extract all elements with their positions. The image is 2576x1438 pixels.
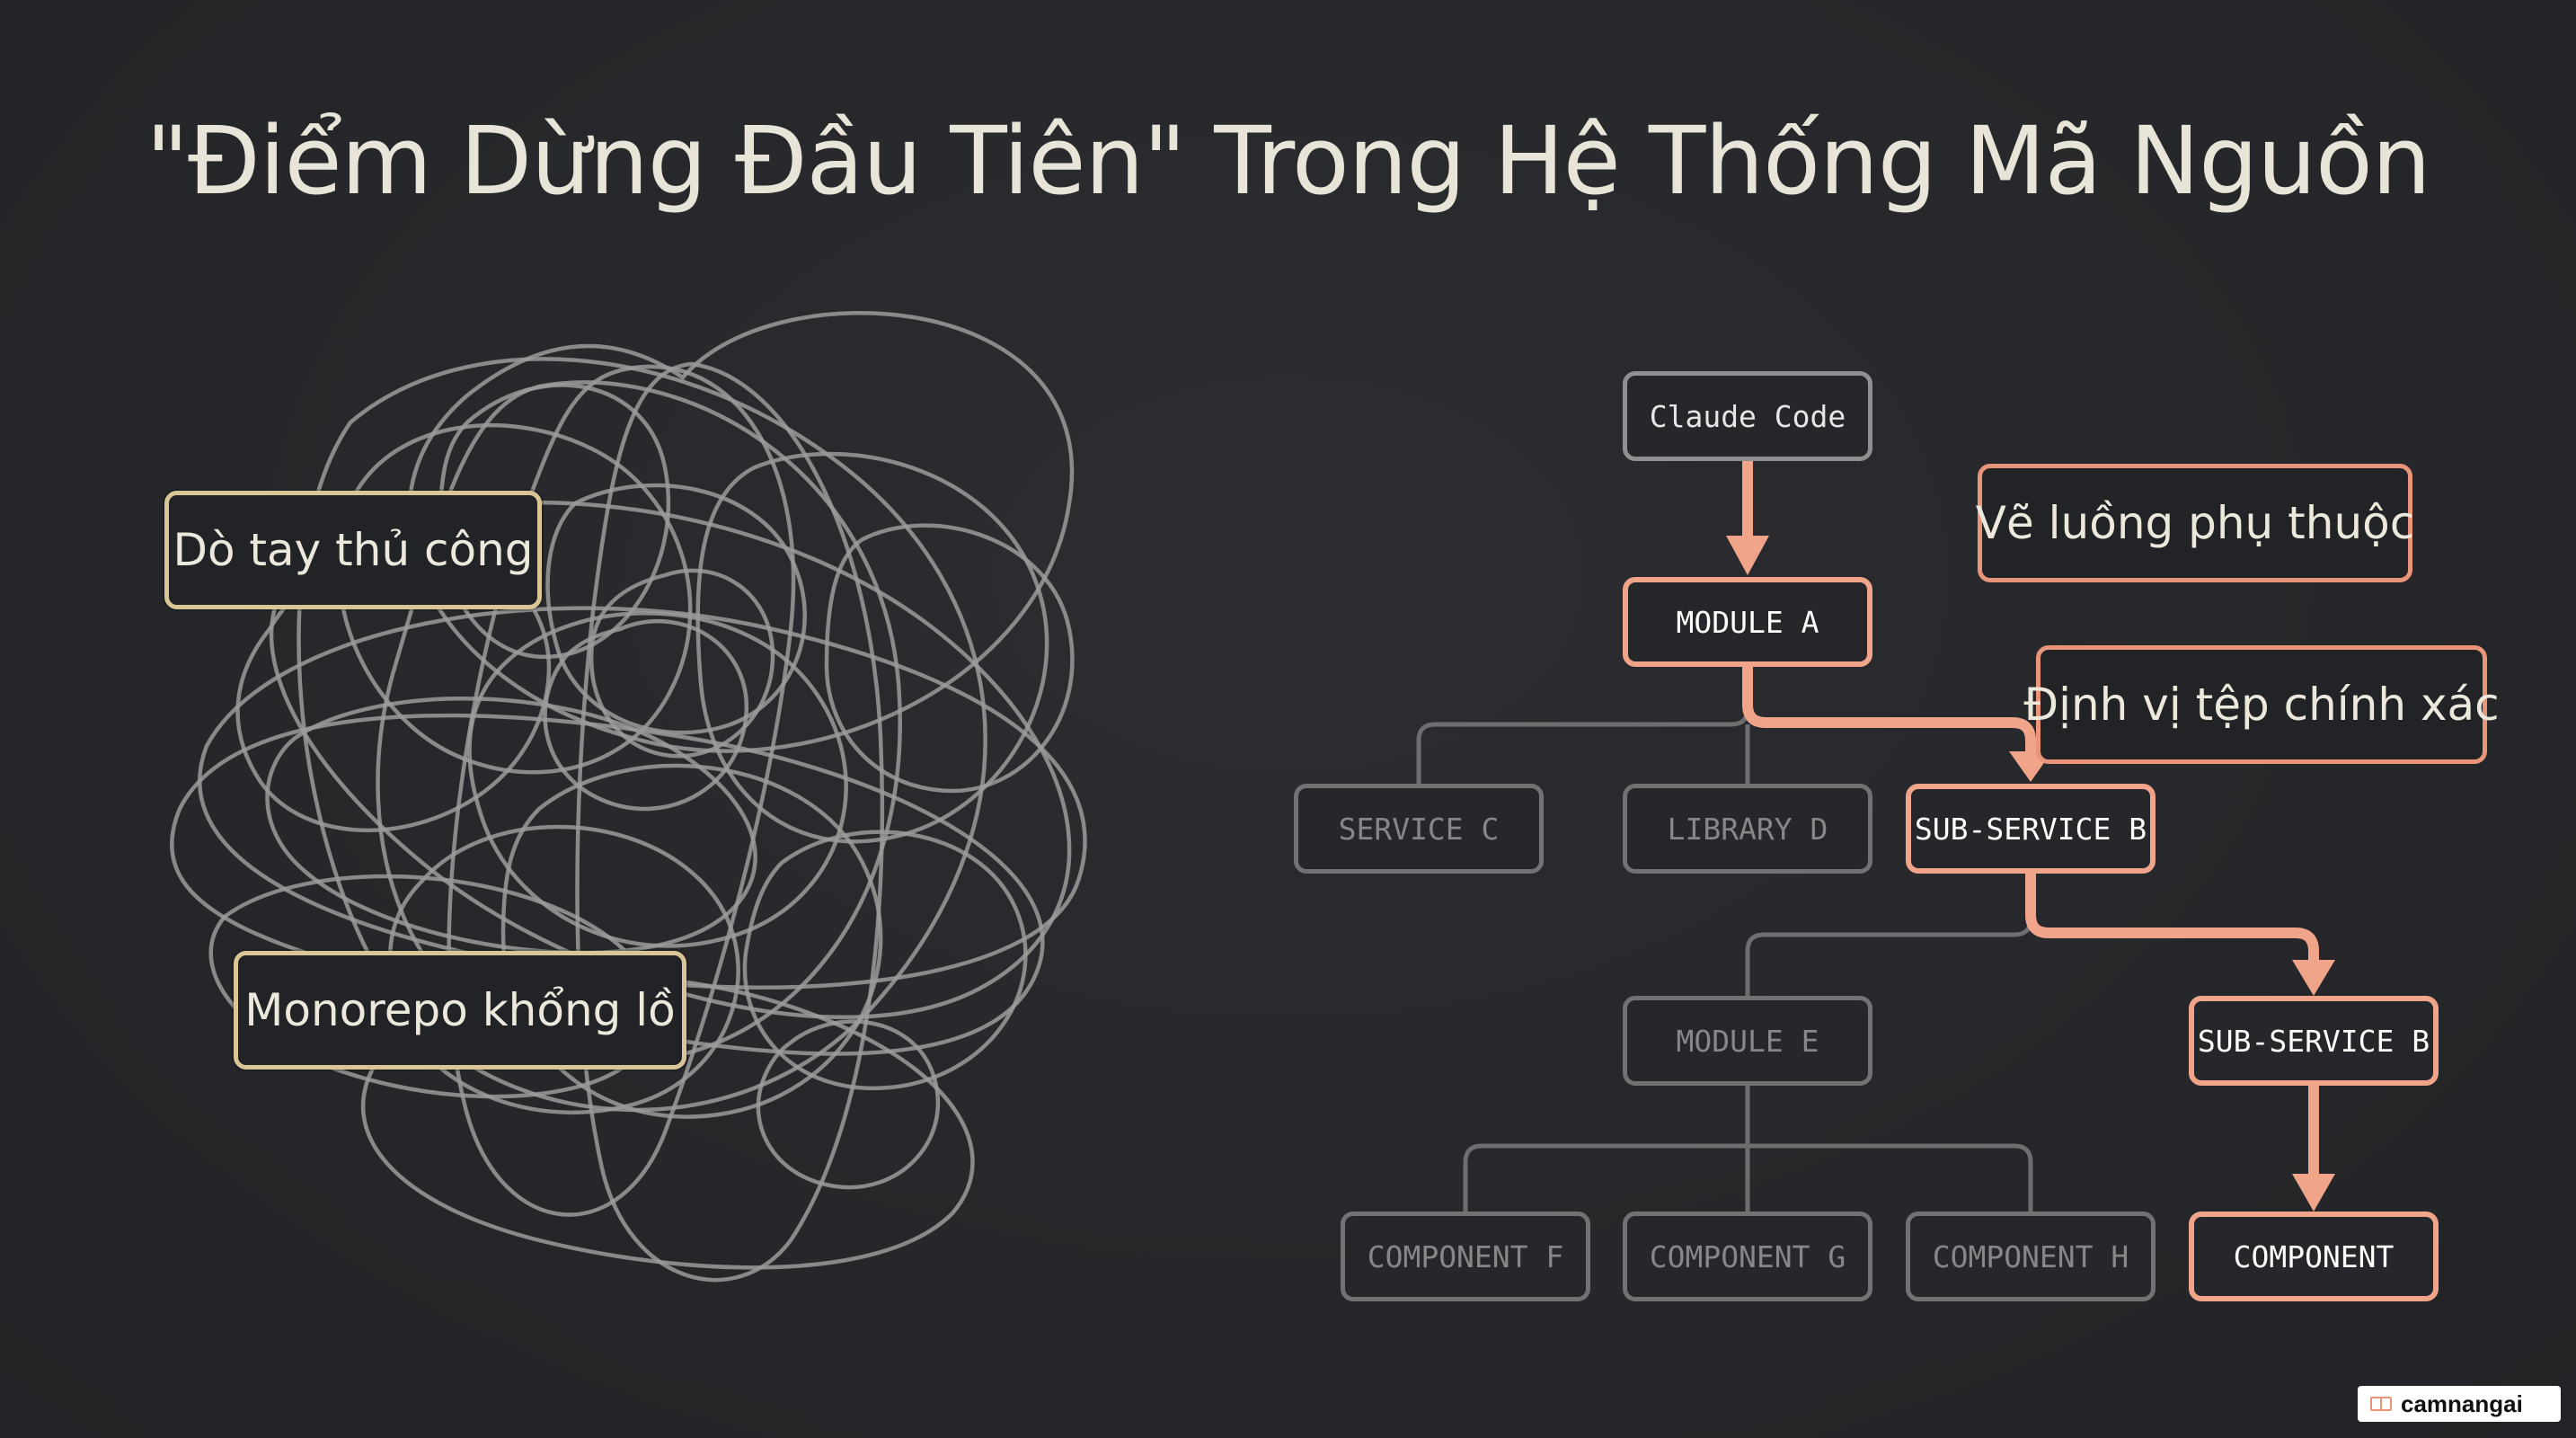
node-library-d-label: LIBRARY D xyxy=(1667,811,1828,847)
node-component-g-label: COMPONENT G xyxy=(1649,1238,1846,1274)
node-sub-service-b-1-label: SUB-SERVICE B xyxy=(1914,811,2147,847)
node-component-f-label: COMPONENT F xyxy=(1367,1238,1564,1274)
node-component-g[interactable]: COMPONENT G xyxy=(1623,1212,1872,1301)
node-sub-service-b-1[interactable]: SUB-SERVICE B xyxy=(1906,784,2156,874)
callout-giant-monorepo: Monorepo khổng lồ xyxy=(234,951,686,1070)
node-module-a[interactable]: MODULE A xyxy=(1623,577,1872,667)
node-library-d[interactable]: LIBRARY D xyxy=(1623,784,1872,874)
node-component-h[interactable]: COMPONENT H xyxy=(1906,1212,2156,1301)
node-module-e[interactable]: MODULE E xyxy=(1623,996,1872,1086)
node-component-f[interactable]: COMPONENT F xyxy=(1341,1212,1590,1301)
arrowhead-module-a xyxy=(1726,536,1769,575)
node-service-c[interactable]: SERVICE C xyxy=(1294,784,1544,874)
node-component-label: COMPONENT xyxy=(2233,1238,2395,1274)
callout-locate-file: Định vị tệp chính xác xyxy=(2023,645,2500,764)
watermark: camnangai xyxy=(2358,1386,2561,1422)
callout-manual-search-label: Dò tay thủ công xyxy=(173,524,534,576)
callout-manual-search: Dò tay thủ công xyxy=(164,491,542,609)
slide-title: "Điểm Dừng Đầu Tiên" Trong Hệ Thống Mã N… xyxy=(146,106,2430,216)
node-component[interactable]: COMPONENT xyxy=(2189,1212,2439,1301)
node-sub-service-b-2-label: SUB-SERVICE B xyxy=(2197,1023,2430,1059)
watermark-label: camnangai xyxy=(2401,1389,2523,1417)
callout-giant-monorepo-label: Monorepo khổng lồ xyxy=(244,984,676,1036)
gray-connectors xyxy=(1416,665,2033,1212)
arrowhead-sub-service-b-2 xyxy=(2292,960,2335,996)
callout-draw-dependencies: Vẽ luồng phụ thuộc xyxy=(1975,464,2415,582)
node-claude-code-label: Claude Code xyxy=(1649,398,1846,434)
node-claude-code[interactable]: Claude Code xyxy=(1623,371,1872,461)
tangled-codebase-scribble xyxy=(170,310,1087,1283)
arrowhead-component xyxy=(2292,1174,2335,1212)
node-component-h-label: COMPONENT H xyxy=(1932,1238,2129,1274)
book-icon xyxy=(2370,1397,2392,1411)
node-module-e-label: MODULE E xyxy=(1676,1023,1819,1059)
callout-draw-dependencies-label: Vẽ luồng phụ thuộc xyxy=(1975,497,2415,549)
node-sub-service-b-2[interactable]: SUB-SERVICE B xyxy=(2189,996,2439,1086)
highlighted-path xyxy=(1742,460,2319,1176)
node-module-a-label: MODULE A xyxy=(1676,604,1819,640)
node-service-c-label: SERVICE C xyxy=(1338,811,1500,847)
callout-locate-file-label: Định vị tệp chính xác xyxy=(2023,679,2500,731)
